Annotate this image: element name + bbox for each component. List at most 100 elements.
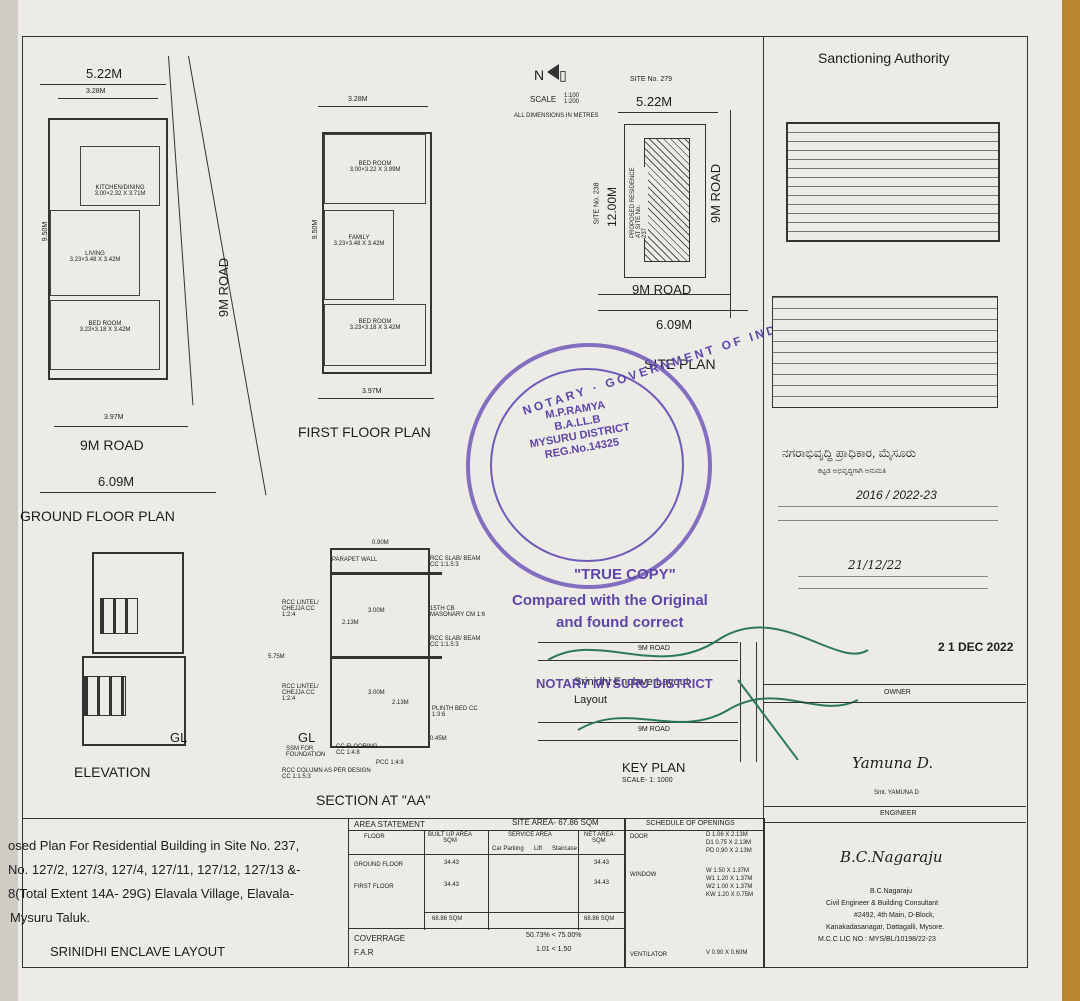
area-header: AREA STATEMENT [354, 820, 425, 829]
engineer-address1: #2492, 4th Main, D-Block, [854, 912, 935, 919]
scale-label: SCALE [530, 95, 557, 104]
section-label: RCC SLAB/ BEAM CC 1:1.5:3 [430, 556, 481, 568]
far-label: F.A.R [354, 948, 374, 957]
door-size: PD 0.90 X 2.13M [706, 848, 752, 854]
row-ground: GROUND FLOOR [354, 862, 404, 868]
key-layout-suffix: Layout [574, 694, 608, 706]
openings-box [624, 818, 765, 968]
site-dim-top: 5.22M [636, 94, 673, 109]
notary-district: NOTARY MYSURU DISTRICT [536, 676, 713, 691]
gf-road-bottom: 9M ROAD [80, 437, 144, 453]
authority-title: Sanctioning Authority [818, 50, 950, 66]
window-size: KW 1.20 X 0.75M [706, 892, 754, 898]
engineer-header: ENGINEER [880, 810, 917, 817]
title-line-5: SRINIDHI ENCLAVE LAYOUT [50, 944, 226, 959]
engineer-name: B.C.Nagaraju [870, 888, 913, 895]
openings-header: SCHEDULE OF OPENINGS [646, 820, 735, 827]
gf-road-side: 9M ROAD [216, 257, 232, 318]
binder-strip [1062, 0, 1080, 1001]
col-floor: FLOOR [364, 834, 385, 840]
scale-value: 1:100 1:200 [564, 93, 580, 105]
ff-height: 9.50M [312, 219, 320, 240]
row-first-net: 34.43 [594, 880, 610, 886]
total-built: 68.86 SQM [432, 916, 463, 922]
elevation-window-2 [84, 676, 126, 716]
north-arrow: N▯ [534, 64, 567, 84]
elevation-upper [92, 552, 184, 654]
col-lift: Lift [534, 846, 543, 852]
site-dim-bottom: 6.09M [656, 317, 693, 332]
true-copy: "TRUE COPY" [574, 566, 676, 583]
engineer-licence: M.C.C LIC NO : MYS/BL/10198/22-23 [818, 936, 936, 943]
section-height: 0.90M [372, 540, 389, 546]
section-label: RCC LINTEL/ CHEJJA CC 1:2:4 [282, 684, 319, 702]
gf-living: LIVING 3.23×3.48 X 3.42M [50, 210, 140, 296]
key-road-bottom: 9M ROAD [638, 726, 670, 733]
title-line-4: Mysuru Taluk. [10, 910, 90, 925]
notary-signature [547, 626, 869, 760]
section-height: 5.75M [268, 654, 285, 660]
window-label: WINDOW [630, 872, 657, 878]
section-label: PARAPET WALL [332, 557, 378, 563]
vent-label: VENTILATOR [630, 952, 668, 958]
col-service: SERVICE AREA [508, 832, 552, 838]
site-road-bottom: 9M ROAD [632, 282, 692, 297]
key-layout: Srinidhi Enclave Layout [574, 676, 689, 688]
gf-dim-top: 5.22M [86, 66, 123, 81]
elevation-window-1 [100, 598, 138, 634]
key-road-top: 9M ROAD [638, 645, 670, 652]
col-net: NET AREA SQM [584, 832, 614, 844]
coverage-label: COVERRAGE [354, 934, 406, 943]
door-size: D1 0.75 X 2.13M [706, 840, 752, 846]
row-ground-net: 34.43 [594, 860, 610, 866]
title-line-1: osed Plan For Residential Building in Si… [8, 838, 300, 853]
owner-header: OWNER [884, 689, 911, 696]
owner-name: Smt. YAMUNA D [874, 790, 919, 796]
section-label: PLINTH BED CC 1:3:6 [432, 706, 478, 718]
site-road-side: 9M ROAD [708, 163, 724, 224]
right-panel-border [763, 36, 1028, 968]
section-label: CC FLOORING CC 1:4:8 [336, 744, 378, 756]
authority-office: ನಗರಾಭಿವೃದ್ಧಿ ಪ್ರಾಧಿಕಾರ, ಮೈಸೂರು [782, 446, 916, 460]
col-car: Car Parking [492, 846, 524, 852]
section-outline [330, 548, 430, 748]
site-area: SITE AREA- 67.86 SQM [512, 818, 599, 827]
ff-bedroom-2: BED ROOM 3.23×3.18 X 3.42M [324, 304, 426, 366]
authority-subtitle: ಕಟ್ಟಡ ಅಭಿವೃದ್ಧಿಗಾಗಿ ಅನುಮತಿ [818, 468, 886, 475]
door-label: DOOR [630, 834, 648, 840]
window-size: W 1.50 X 1.37M [706, 868, 750, 874]
site-left: SITE No. 238 [593, 182, 601, 225]
row-first-built: 34.43 [444, 882, 460, 888]
col-built: BUILT UP AREA SQM [428, 832, 473, 844]
section-label: RCC LINTEL/ CHEJJA CC 1:2:4 [282, 600, 319, 618]
key-title: KEY PLAN [622, 760, 686, 775]
authority-signature: 21/12/22 [848, 558, 902, 572]
ff-bedroom-1: BED ROOM 3.00×3.22 X 3.99M [324, 134, 426, 204]
ff-family: FAMILY 3.23×3.48 X 3.42M [324, 210, 394, 300]
site-building [644, 138, 690, 262]
window-size: W1 1.20 X 1.37M [706, 876, 753, 882]
ff-title: FIRST FLOOR PLAN [298, 424, 431, 440]
ff-dim-bottom: 3.97M [362, 388, 382, 395]
section-label: RCC SLAB/ BEAM CC 1:1.5:3 [430, 636, 481, 648]
key-scale: SCALE- 1: 1000 [622, 777, 673, 784]
gf-height: 9.50M [42, 221, 50, 242]
section-height: 2.13M [392, 700, 409, 706]
elevation-title: ELEVATION [74, 764, 151, 780]
owner-signature: Yamuna D. [852, 754, 934, 772]
vent-size: V 0.90 X 0.60M [706, 950, 748, 956]
gf-outline [48, 118, 168, 380]
section-title: SECTION AT "AA" [316, 792, 431, 808]
divider [763, 806, 1026, 807]
section-label: SSM FOR FOUNDATION [286, 746, 326, 758]
approval-stamp-box [786, 122, 1000, 242]
gf-kitchen: KITCHEN/DINING 3.00×2.32 X 3.71M [80, 146, 160, 206]
compared-text: Compared with the Original [512, 592, 708, 609]
date-stamp: 2 1 DEC 2022 [938, 640, 1014, 654]
coverage-value: 50.73% < 75.00% [526, 932, 582, 939]
gf-title: GROUND FLOOR PLAN [20, 508, 175, 524]
row-first: FIRST FLOOR [354, 884, 394, 890]
authority-number: 2016 / 2022-23 [856, 488, 937, 502]
section-label: 15TH CB MASONARY CM 1:6 [430, 606, 486, 618]
divider [763, 684, 1026, 685]
